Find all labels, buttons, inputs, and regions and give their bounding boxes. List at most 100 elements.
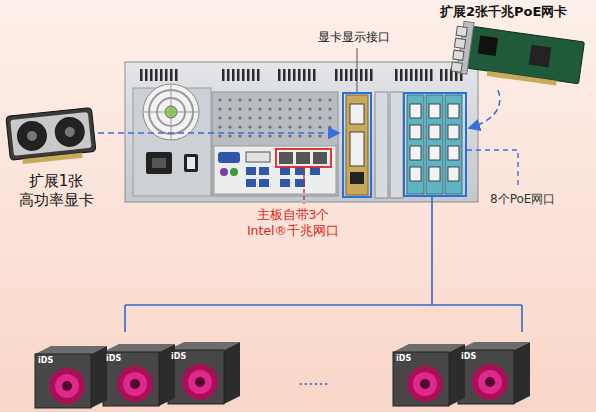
vent-slot <box>170 69 173 81</box>
vent-slot <box>425 69 428 81</box>
vent-slot <box>335 69 338 81</box>
network-wiring <box>125 197 522 332</box>
poe-bracket <box>407 95 424 194</box>
vent-hole <box>258 125 261 128</box>
vent-hole <box>238 134 241 137</box>
camera-lens <box>55 374 79 398</box>
vent-hole <box>318 125 321 128</box>
rj45-port <box>410 167 421 181</box>
vent-hole <box>258 116 261 119</box>
camera-front <box>168 350 224 404</box>
vent-slot <box>232 69 235 81</box>
vent-hole <box>268 107 271 110</box>
rj45-port <box>429 104 440 118</box>
vent-hole <box>238 98 241 101</box>
card-caption: 扩展2张千兆PoE网卡 <box>440 4 567 20</box>
vent-hole <box>218 107 221 110</box>
vent-hole <box>238 125 241 128</box>
vent-hole <box>248 125 251 128</box>
vent-hole <box>268 116 271 119</box>
camera-front <box>393 352 449 406</box>
camera-lens <box>182 364 218 400</box>
vent-slot <box>365 69 368 81</box>
vent-hole <box>328 116 331 119</box>
chassis-rear <box>125 62 478 202</box>
vent-hole <box>298 98 301 101</box>
vent-hole <box>318 116 321 119</box>
vent-hole <box>308 125 311 128</box>
vent-slot <box>283 69 286 81</box>
vent-slot <box>405 69 408 81</box>
port-caption: 8个PoE网口 <box>490 192 555 207</box>
port-caption: 显卡显示接口 <box>318 30 390 45</box>
poe-card-picture <box>451 20 585 89</box>
camera-side <box>514 342 530 404</box>
ellipsis: ...... <box>298 370 329 390</box>
vent-slot <box>150 69 153 81</box>
brand-logo: iDS <box>106 354 121 364</box>
camera <box>168 342 240 404</box>
rj45-port <box>448 104 459 118</box>
brand-logo: iDS <box>461 352 476 362</box>
vent-hole <box>248 107 251 110</box>
vent-slot <box>340 69 343 81</box>
vent-hole <box>258 134 261 137</box>
vent-hole <box>318 98 321 101</box>
brand-logo: iDS <box>38 356 53 366</box>
vent-slot <box>252 69 255 81</box>
vent-hole <box>268 125 271 128</box>
vent-slot <box>227 69 230 81</box>
vent-slot <box>237 69 240 81</box>
vent-hole <box>298 107 301 110</box>
vent-hole <box>328 125 331 128</box>
vent-hole <box>248 98 251 101</box>
rj45-port <box>429 146 440 160</box>
vent-hole <box>248 116 251 119</box>
vent-slot <box>420 69 423 81</box>
vent-hole <box>228 134 231 137</box>
camera-lens <box>62 381 72 391</box>
vent-hole <box>228 125 231 128</box>
camera-front <box>458 350 514 404</box>
brand-logo: iDS <box>171 352 186 362</box>
vent-slot <box>257 69 260 81</box>
camera-side <box>91 346 107 408</box>
poe-bracket <box>445 95 462 194</box>
camera-lens <box>485 377 495 387</box>
vent-hole <box>298 116 301 119</box>
port-caption: 主板自带3个 Intel®千兆网口 <box>237 207 349 238</box>
camera <box>393 344 465 406</box>
vent-slot <box>298 69 301 81</box>
vent-hole <box>238 116 241 119</box>
rj45-port <box>410 104 421 118</box>
vent-slot <box>160 69 163 81</box>
vent-hole <box>298 125 301 128</box>
vent-hole <box>328 98 331 101</box>
vent-hole <box>278 125 281 128</box>
vent-hole <box>218 125 221 128</box>
vent-hole <box>288 125 291 128</box>
vent-hole <box>278 98 281 101</box>
vent-slot <box>288 69 291 81</box>
vent-slot <box>303 69 306 81</box>
camera <box>35 346 107 408</box>
vent-hole <box>318 134 321 137</box>
camera-lens <box>420 379 430 389</box>
rj45-port <box>429 125 440 139</box>
vent-hole <box>238 107 241 110</box>
vent-hole <box>288 98 291 101</box>
camera-lens <box>130 379 140 389</box>
leader-line <box>357 48 358 92</box>
card-caption: 扩展1张 高功率显卡 <box>8 172 104 210</box>
vent-hole <box>268 98 271 101</box>
vent-slot <box>293 69 296 81</box>
vent-hole <box>328 134 331 137</box>
vent-slot <box>165 69 168 81</box>
camera-group <box>35 342 530 408</box>
vent-hole <box>278 107 281 110</box>
vent-slot <box>145 69 148 81</box>
vent-hole <box>258 107 261 110</box>
camera-lens <box>123 372 147 396</box>
vent-hole <box>288 116 291 119</box>
poe-bracket <box>426 95 443 194</box>
